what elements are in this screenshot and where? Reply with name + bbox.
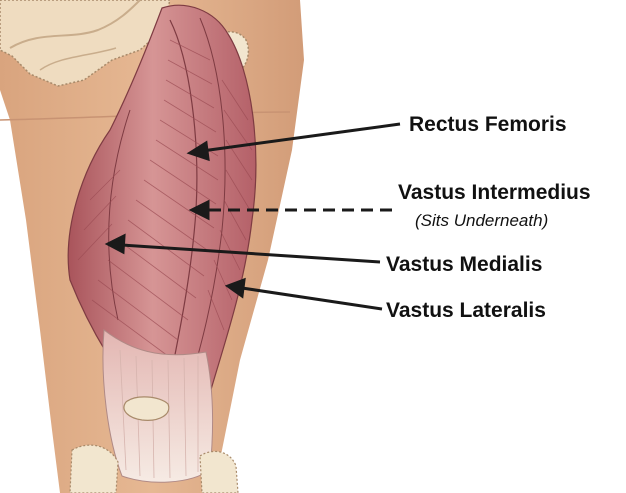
label-vastus-intermedius: Vastus Intermedius xyxy=(398,182,591,203)
label-vastus-medialis: Vastus Medialis xyxy=(386,254,542,275)
knee-bone xyxy=(70,445,118,493)
label-vastus-lateralis: Vastus Lateralis xyxy=(386,300,546,321)
patella-bone xyxy=(124,397,169,420)
label-vastus-intermedius-note: (Sits Underneath) xyxy=(415,212,548,229)
arrow-vastus-lateralis xyxy=(242,288,382,309)
label-rectus-femoris: Rectus Femoris xyxy=(409,114,567,135)
